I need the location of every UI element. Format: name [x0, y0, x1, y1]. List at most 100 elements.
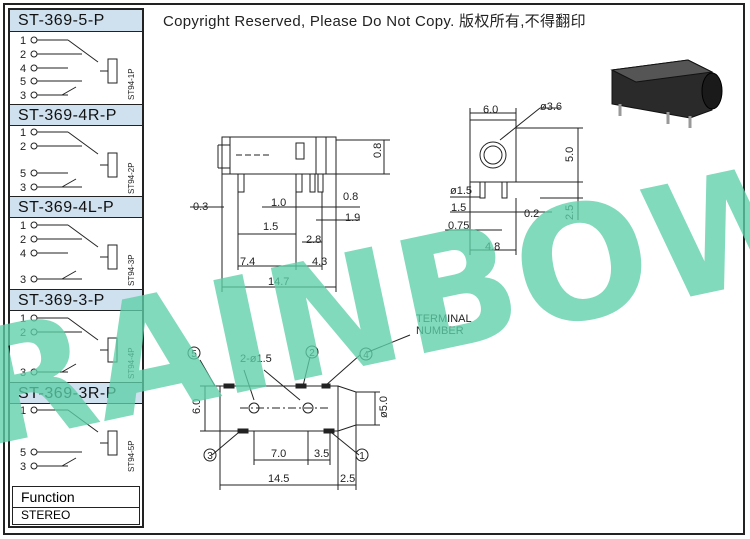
- front-dimension-label: 2.5: [564, 205, 576, 220]
- terminal-circle-icon: [359, 347, 373, 361]
- pin-terminal-icon: [30, 406, 38, 414]
- part-code-label: ST94-4P: [127, 347, 136, 379]
- bottom-dimension-label: 2.5: [340, 473, 355, 485]
- pin-number: 4: [20, 248, 26, 260]
- pin-terminal-icon: [30, 221, 38, 229]
- bottom-dimension-label: 2-ø1.5: [240, 353, 272, 365]
- terminal-circle-icon: [203, 448, 217, 462]
- terminal-number: 4: [363, 350, 369, 361]
- pin-terminal-icon: [30, 328, 38, 336]
- pin-number: 1: [20, 127, 26, 139]
- pin-number: 5: [20, 76, 26, 88]
- model-title-4: ST-369-3-P: [10, 289, 142, 311]
- pin-number: 5: [20, 447, 26, 459]
- pin-number: 3: [20, 461, 26, 473]
- copyright-notice: Copyright Reserved, Please Do Not Copy. …: [163, 13, 586, 30]
- jack-contact-icon: [107, 58, 118, 84]
- side-dimension-label: 1.9: [345, 212, 360, 224]
- bottom-view: [199, 334, 411, 490]
- product-photo: [610, 59, 723, 128]
- pin-schematic-5: 1 5 3 ST94-5P: [20, 405, 136, 473]
- side-dimension-label: 0.8: [372, 143, 384, 158]
- pin-number: 1: [20, 35, 26, 47]
- bottom-dimension-label: 6.0: [191, 399, 203, 414]
- pin-terminal-icon: [30, 448, 38, 456]
- pin-number: 5: [20, 168, 26, 180]
- part-code-label: ST94-2P: [127, 162, 136, 194]
- jack-contact-icon: [107, 430, 118, 456]
- pin-number: 1: [20, 220, 26, 232]
- pin-terminal-icon: [30, 128, 38, 136]
- front-dimension-label: 0.75: [448, 220, 469, 232]
- side-view: [190, 136, 390, 292]
- jack-contact-icon: [107, 337, 118, 363]
- side-dimension-label: 1.5: [263, 221, 278, 233]
- bottom-dimension-label: 3.5: [314, 448, 329, 460]
- pin-number: 2: [20, 49, 26, 61]
- part-code-label: ST94-5P: [127, 440, 136, 472]
- pin-number: 3: [20, 274, 26, 286]
- bottom-dimension-label: 14.5: [268, 473, 289, 485]
- side-dimension-label: 7.4: [240, 256, 255, 268]
- pin-terminal-icon: [30, 169, 38, 177]
- pin-terminal-icon: [30, 314, 38, 322]
- front-dimension-label: 6.0: [483, 104, 498, 116]
- pin-terminal-icon: [30, 275, 38, 283]
- part-code-label: ST94-3P: [127, 254, 136, 286]
- pin-terminal-icon: [30, 142, 38, 150]
- front-dimension-label: 4.8: [485, 241, 500, 253]
- bottom-dimension-label: 7.0: [271, 448, 286, 460]
- model-title-2: ST-369-4R-P: [10, 104, 142, 126]
- front-dimension-label: 1.5: [451, 202, 466, 214]
- pin-schematic-2: 1 2 5 3 ST94-2P: [20, 127, 136, 194]
- pin-terminal-icon: [30, 462, 38, 470]
- pin-terminal-icon: [30, 64, 38, 72]
- side-dimension-label: 1.0: [271, 197, 286, 209]
- front-dimension-label: 5.0: [564, 147, 576, 162]
- part-code-label: ST94-1P: [127, 68, 136, 100]
- terminal-circle-icon: [355, 448, 369, 462]
- side-dimension-label: 2.8: [306, 234, 321, 246]
- pin-terminal-icon: [30, 183, 38, 191]
- function-label: Function: [12, 486, 140, 508]
- pin-number: 3: [20, 90, 26, 102]
- model-title-1: ST-369-5-P: [10, 10, 142, 32]
- pin-terminal-icon: [30, 91, 38, 99]
- pin-number: 3: [20, 367, 26, 379]
- pin-number: 4: [20, 63, 26, 75]
- function-value: STEREO: [12, 507, 140, 525]
- terminal-number: 2: [309, 348, 315, 359]
- terminal-circle-icon: [187, 346, 201, 360]
- front-view: [445, 107, 583, 255]
- front-dimension-label: ø3.6: [540, 101, 562, 113]
- pin-terminal-icon: [30, 249, 38, 257]
- pin-schematic-3: 1 2 4 3 ST94-3P: [20, 220, 136, 286]
- pin-number: 2: [20, 327, 26, 339]
- terminal-number-caption: NUMBER: [416, 325, 464, 337]
- pin-terminal-icon: [30, 235, 38, 243]
- pin-terminal-icon: [30, 36, 38, 44]
- model-title-3: ST-369-4L-P: [10, 196, 142, 218]
- pin-number: 1: [20, 405, 26, 417]
- side-dimension-label: 4.3: [312, 256, 327, 268]
- side-dimension-label: 0.3: [193, 201, 208, 213]
- pin-number: 2: [20, 141, 26, 153]
- pin-terminal-icon: [30, 50, 38, 58]
- pin-terminal-icon: [30, 368, 38, 376]
- terminal-number: 5: [191, 349, 197, 360]
- model-title-5: ST-369-3R-P: [10, 382, 142, 404]
- side-dimension-label: 0.8: [343, 191, 358, 203]
- terminal-number-caption: TERMINAL: [416, 313, 472, 325]
- jack-contact-icon: [107, 152, 118, 178]
- pin-terminal-icon: [30, 77, 38, 85]
- jack-contact-icon: [107, 244, 118, 270]
- pin-schematic-1: 1 2 45 3 ST94-1P: [20, 35, 136, 102]
- front-dimension-label: ø1.5: [450, 185, 472, 197]
- terminal-number: 3: [207, 451, 213, 462]
- pin-number: 3: [20, 182, 26, 194]
- bottom-dimension-label: ø5.0: [378, 396, 390, 418]
- side-dimension-label: 14.7: [268, 276, 289, 288]
- pin-number: 2: [20, 234, 26, 246]
